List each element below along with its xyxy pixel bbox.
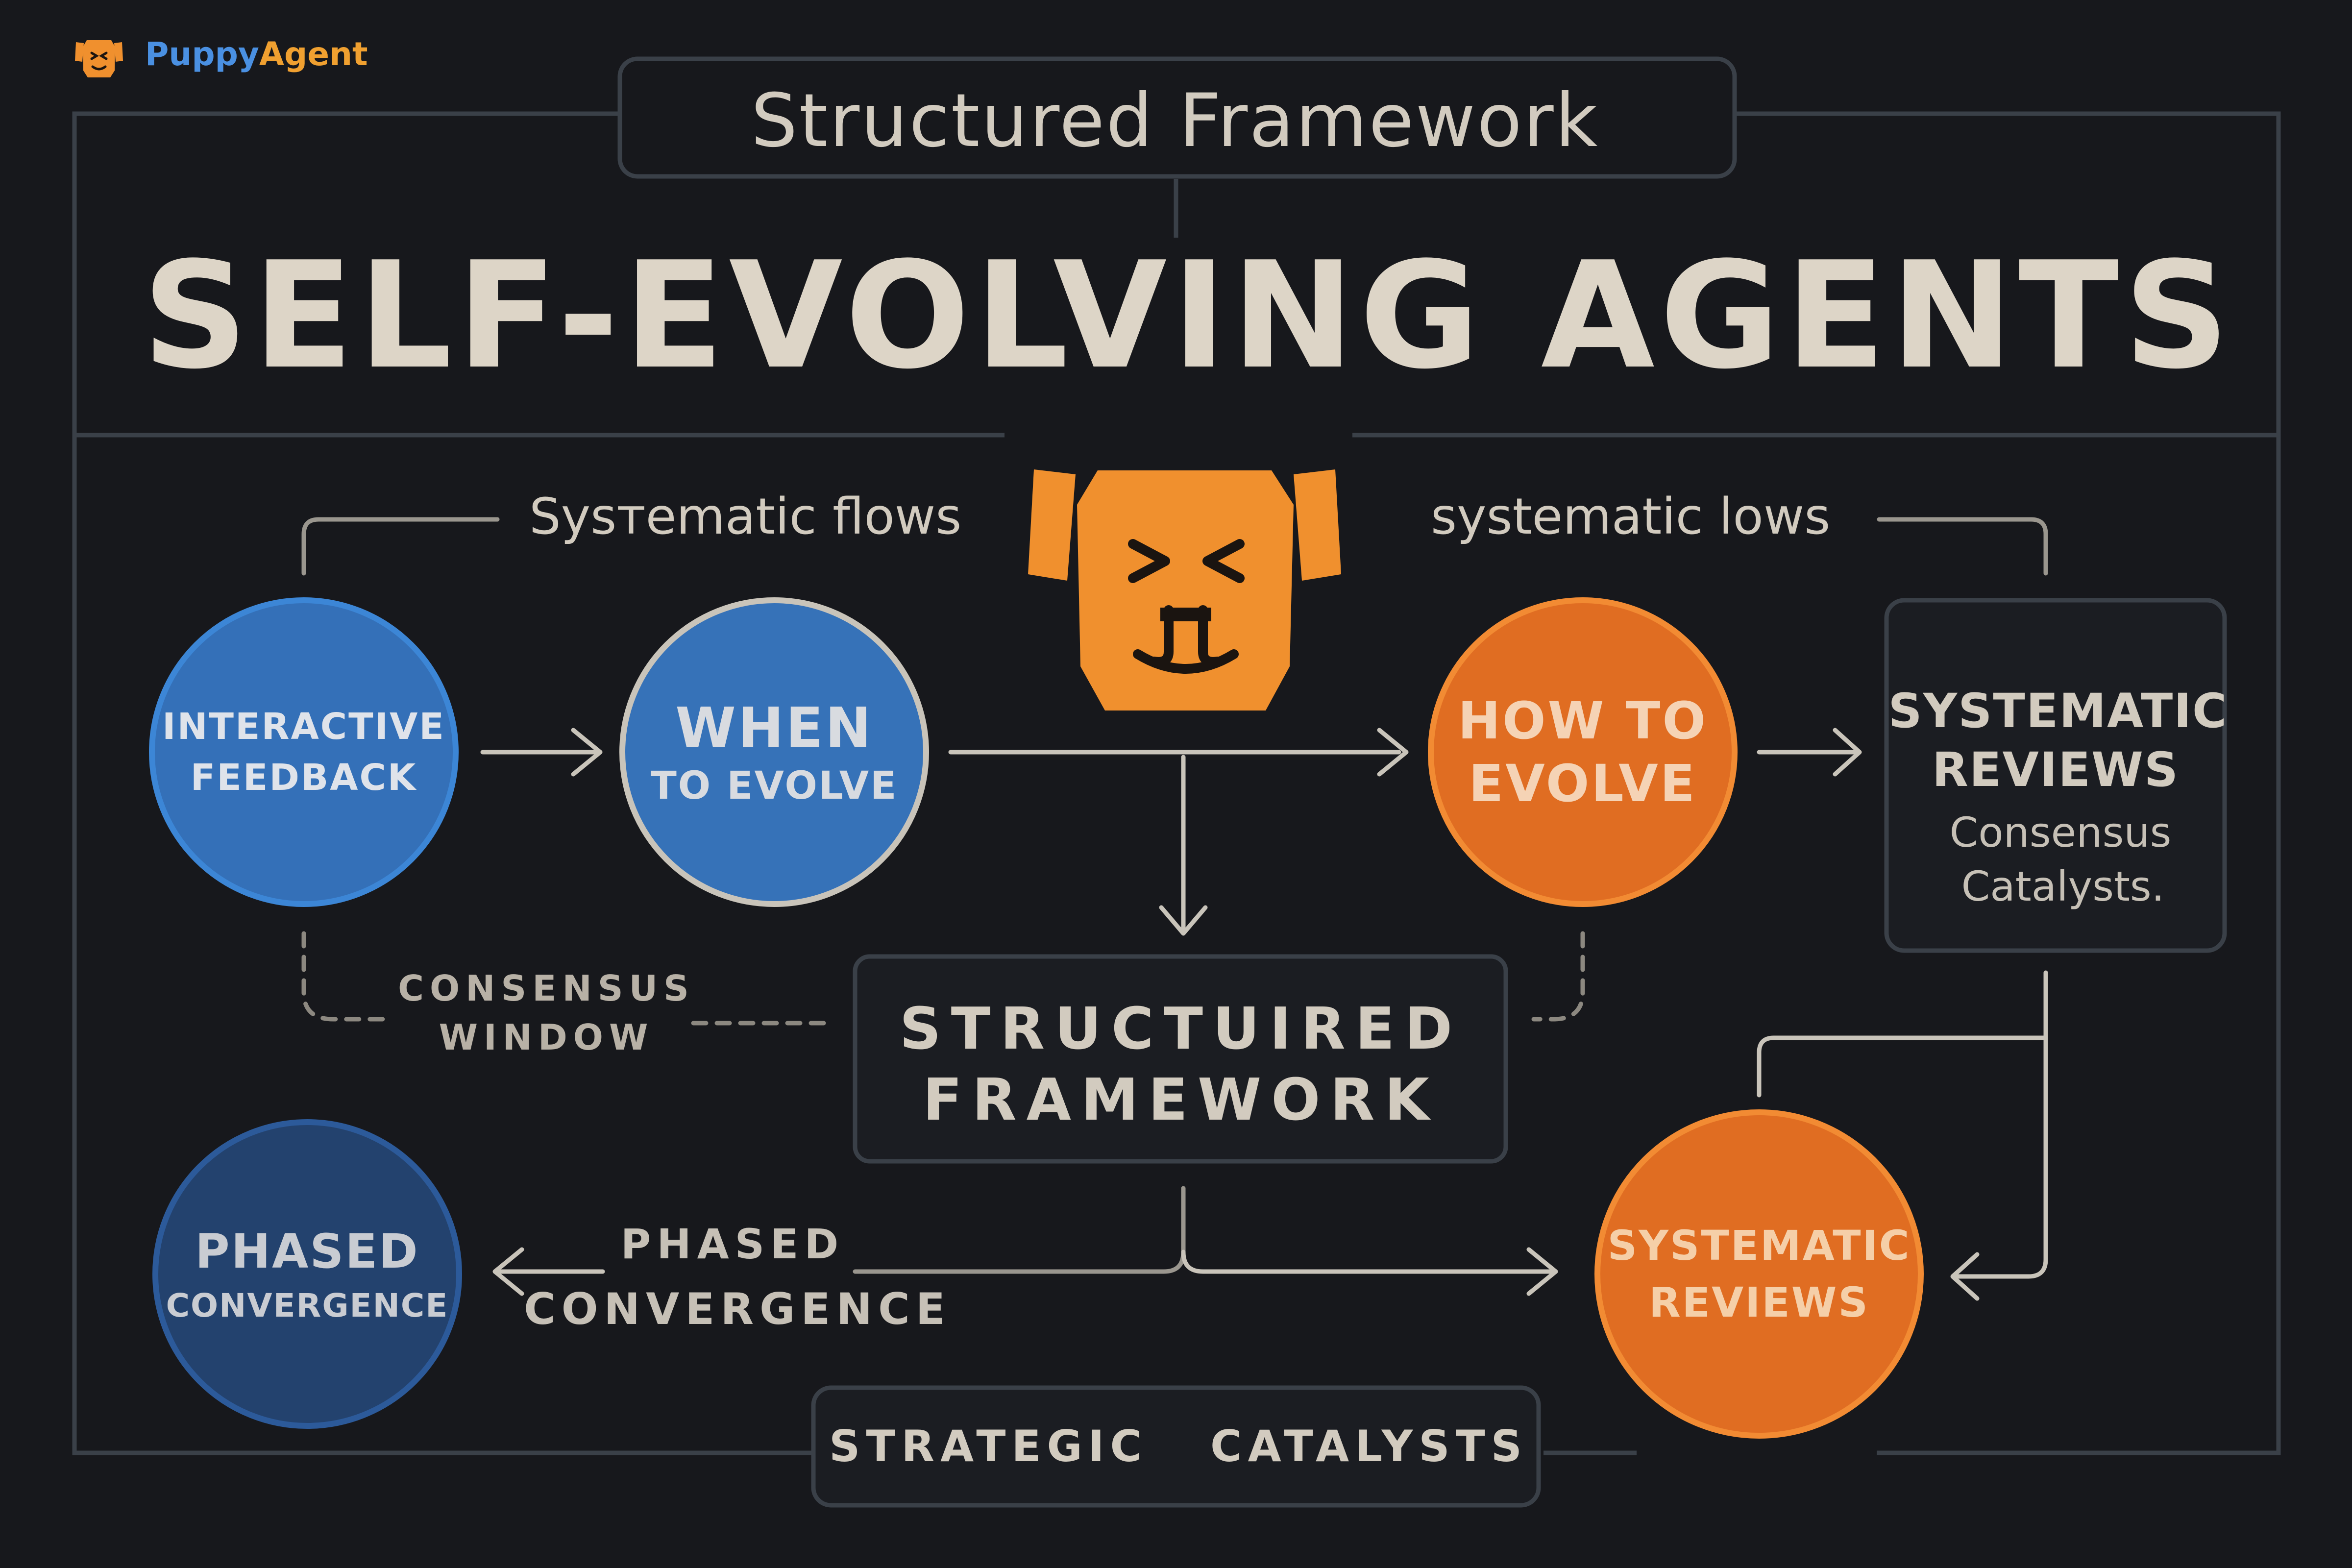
interactive-feedback-circle	[149, 597, 459, 907]
right-flow-label: systematic lows	[1431, 488, 1831, 546]
interactive-feedback-line2: FEEDBACK	[190, 757, 417, 799]
puppy-logo-icon	[75, 40, 123, 77]
connectors	[301, 517, 2048, 1301]
brand-logo-text: PuppyAgent	[145, 35, 368, 73]
systematic-reviews-circle-line1: SYSTEMATIC	[1607, 1222, 1911, 1270]
systematic-reviews-box	[1884, 598, 2227, 953]
reviews-box-line3: Consensus	[1949, 808, 2172, 857]
reviews-box-line2: REVIEWS	[1932, 742, 2180, 797]
phased-label-line1: PHASED	[620, 1220, 845, 1268]
interactive-feedback-line1: INTERACTIVE	[162, 706, 445, 748]
when-to-evolve-circle	[619, 597, 929, 907]
puppy-mascot-icon	[1028, 469, 1341, 710]
diagram-title: SELF-EVOLVING AGENTS	[142, 230, 2234, 401]
framework-box-line2: FRAMEWORK	[923, 1066, 1439, 1133]
structured-framework-box	[853, 954, 1508, 1164]
when-to-evolve-line1: WHEN	[675, 696, 873, 760]
strategic-catalysts-label: STRATEGIC CATALYSTS	[829, 1421, 1528, 1471]
how-to-evolve-circle	[1428, 597, 1738, 907]
reviews-box-line1: SYSTEMATIC	[1888, 684, 2228, 738]
systematic-reviews-circle	[1594, 1109, 1924, 1439]
left-flow-label: Sysтematic flows	[529, 488, 962, 546]
consensus-label-line2: WINDOW	[439, 1017, 654, 1058]
phased-label-line2: CONVERGENCE	[524, 1284, 951, 1334]
phased-convergence-node: PHASED CONVERGENCE	[155, 1122, 459, 1426]
phased-convergence-line2: CONVERGENCE	[166, 1286, 449, 1324]
phased-convergence-circle	[152, 1119, 462, 1429]
how-to-evolve-line2: EVOLVE	[1469, 754, 1697, 813]
phased-convergence-line1: PHASED	[195, 1224, 419, 1279]
reviews-box-line4: Catalysts.	[1961, 862, 2165, 910]
outer-frame	[72, 111, 2281, 1455]
systematic-reviews-node: SYSTEMATIC REVIEWS	[1597, 1112, 1921, 1436]
how-to-evolve-node: HOW TO EVOLVE	[1431, 600, 1735, 904]
when-to-evolve-node: WHEN TO EVOLVE	[622, 600, 926, 904]
when-to-evolve-line2: TO EVOLVE	[650, 764, 898, 808]
brand-name-part1: Puppy	[145, 35, 259, 73]
dashed-connectors	[301, 931, 1585, 1026]
diagram-subtitle: Structured Framework	[751, 78, 1599, 164]
interactive-feedback-node: INTERACTIVE FEEDBACK	[152, 600, 456, 904]
consensus-label-line1: CONSENSUS	[398, 968, 695, 1009]
brand-name-part2: Agent	[259, 35, 368, 73]
subtitle-box	[617, 56, 1737, 179]
systematic-reviews-circle-line2: REVIEWS	[1649, 1278, 1869, 1326]
how-to-evolve-line1: HOW TO	[1458, 691, 1708, 751]
framework-box-line1: STRUCTUIRED	[899, 995, 1463, 1062]
strategic-catalysts-box	[811, 1385, 1541, 1508]
